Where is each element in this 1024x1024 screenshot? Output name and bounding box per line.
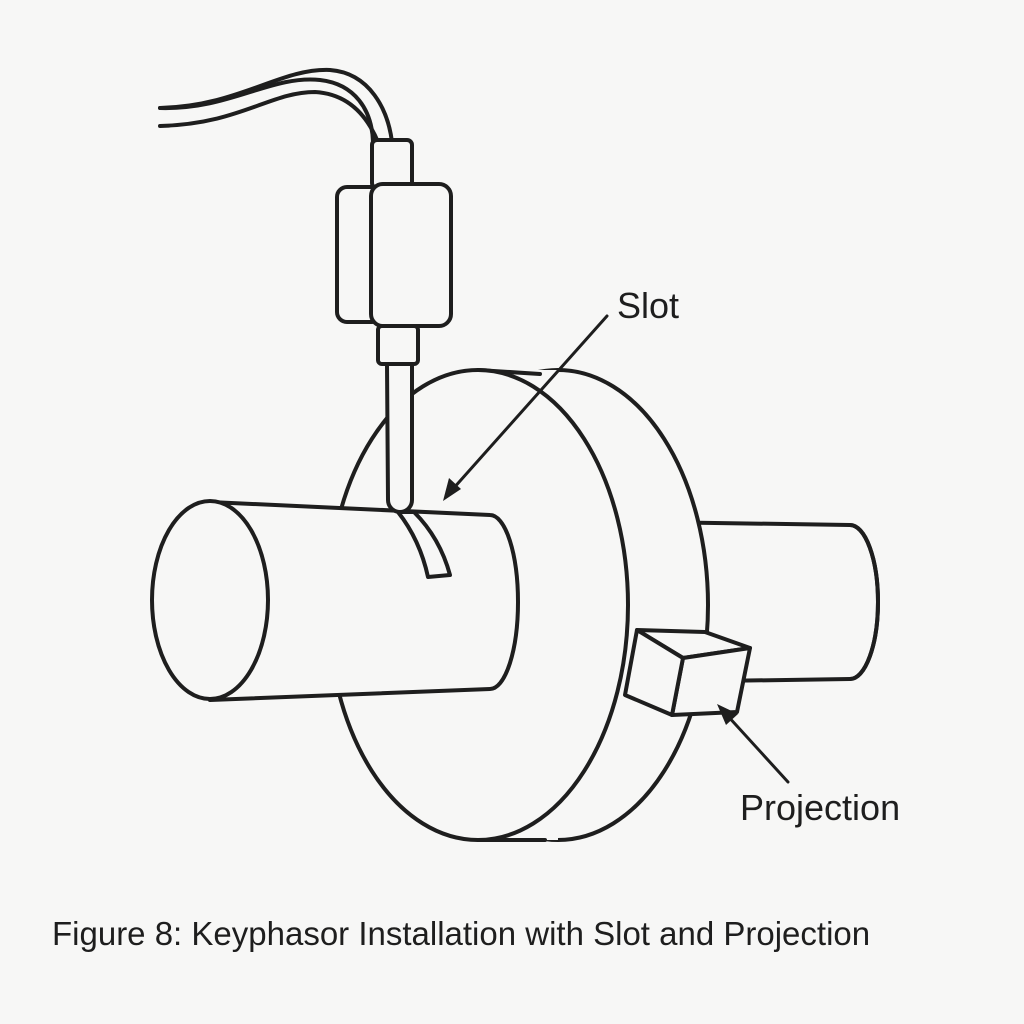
- slot-arrow: [443, 314, 609, 501]
- projection-label: Projection: [740, 787, 900, 828]
- front-shaft: [150, 499, 520, 702]
- keyphasor-probe: [158, 67, 453, 514]
- figure-caption: Figure 8: Keyphasor Installation with Sl…: [52, 915, 870, 952]
- projection-block: [623, 628, 752, 717]
- projection-arrow: [717, 704, 790, 784]
- probe-cable: [158, 77, 375, 144]
- slot-label: Slot: [617, 285, 679, 326]
- slot: [396, 510, 452, 579]
